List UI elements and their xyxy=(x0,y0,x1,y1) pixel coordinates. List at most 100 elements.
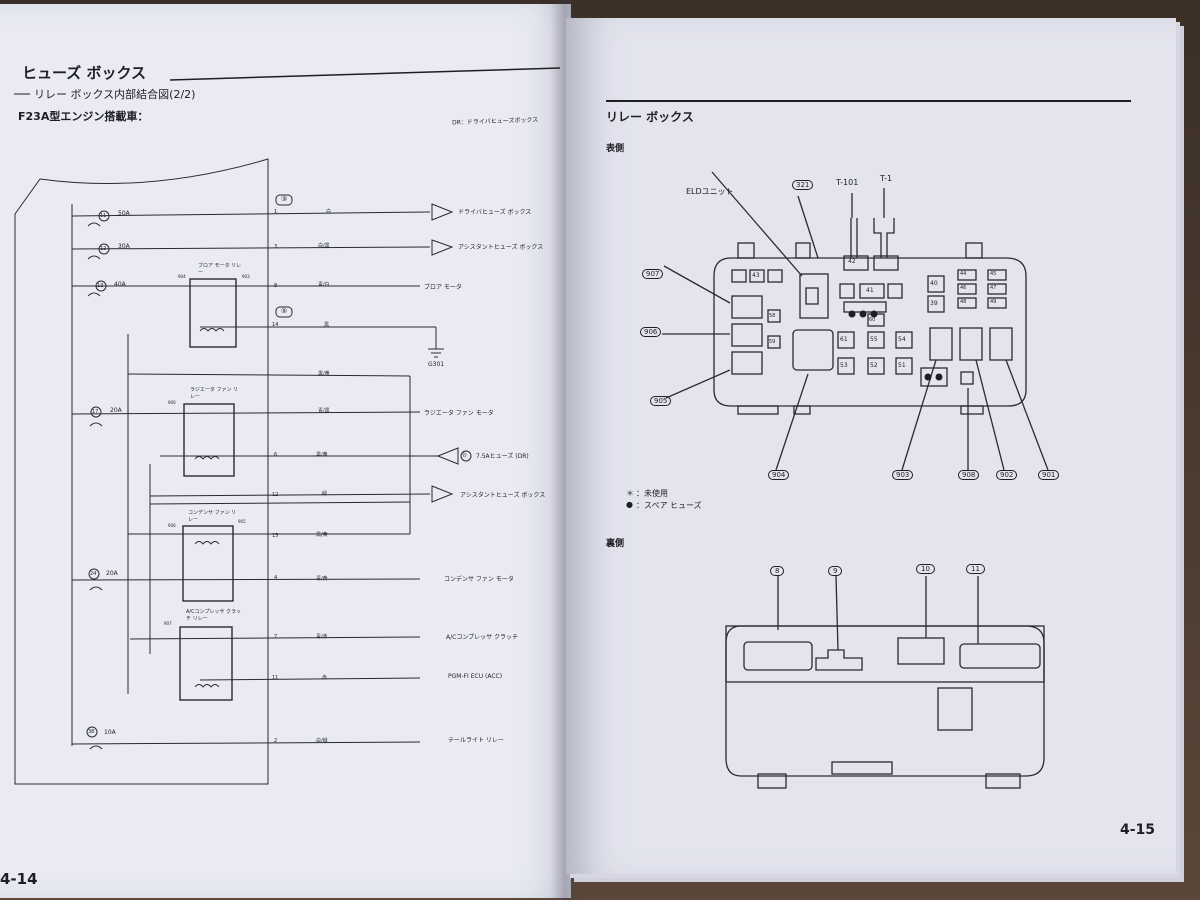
fuse-13-no: 13 xyxy=(97,283,104,289)
callout-902: 902 xyxy=(996,470,1018,480)
fuse-17-no: 17 xyxy=(92,409,99,415)
relay-condenser-pin-b: 905 xyxy=(238,519,246,524)
relay-blower: ブロア モータ リレー xyxy=(198,263,242,276)
wire-1: 白 xyxy=(326,209,332,215)
pin-2: 2 xyxy=(274,738,278,744)
relay-box-back-diagram xyxy=(725,575,1045,789)
relay-box-front-diagram xyxy=(662,171,1049,471)
callout-908: 908 xyxy=(958,470,980,480)
fuse-52: 52 xyxy=(870,362,878,369)
engine-note: F23A型エンジン搭載車： xyxy=(18,110,149,123)
pin-8: 8 xyxy=(274,283,278,289)
dest-driver-fusebox: ドライバヒューズ ボックス xyxy=(458,209,532,216)
legend-unused-symbol: ＊ xyxy=(626,489,634,498)
pin-4: 4 xyxy=(274,575,278,581)
fuse-11-amp: 50A xyxy=(118,210,130,217)
right-page-number: 4-15 xyxy=(1120,822,1156,838)
callout-t101: T-101 xyxy=(836,178,859,187)
fuse-45: 45 xyxy=(990,271,997,277)
fuse-12-amp: 30A xyxy=(118,243,130,250)
title-rule xyxy=(606,100,1131,102)
section-underline xyxy=(14,67,561,95)
subtitle: リレー ボックス内部結合図(2/2) xyxy=(34,88,196,101)
callout-907: 907 xyxy=(642,269,664,279)
callout-904: 904 xyxy=(768,470,790,480)
relay-radiator-pin-a: 906 xyxy=(168,400,176,405)
right-page: リレー ボックス 表側 xyxy=(566,18,1176,874)
fuse-43: 43 xyxy=(752,272,760,279)
section-title: ヒューズ ボックス xyxy=(22,64,147,82)
fuse-60: 60 xyxy=(869,317,876,323)
callout-903: 903 xyxy=(892,470,914,480)
wire-3: 白/黒 xyxy=(318,243,330,249)
fuse-55: 55 xyxy=(870,336,878,343)
pin-7: 7 xyxy=(274,634,278,640)
left-page: ヒューズ ボックス リレー ボックス内部結合図(2/2) F23A型エンジン搭載… xyxy=(0,4,571,898)
front-label: 表側 xyxy=(606,144,625,154)
wire-12: 緑 xyxy=(322,491,328,497)
fuse-44: 44 xyxy=(960,271,967,277)
legend-unused-text: ：未使用 xyxy=(636,489,668,498)
fuse-38-no: 38 xyxy=(88,729,95,735)
pin-12: 12 xyxy=(272,492,279,498)
callout-901: 901 xyxy=(1038,470,1060,480)
fuse-53: 53 xyxy=(840,362,848,369)
relay-condenser: コンデンサ ファン リレー xyxy=(188,510,237,523)
back-callout-11: 11 xyxy=(966,564,985,574)
fuse-41: 41 xyxy=(866,287,874,294)
callout-906: 906 xyxy=(640,327,662,337)
wire-radiator: 青/黒 xyxy=(318,408,330,414)
fuse-48: 48 xyxy=(960,299,967,305)
dest-taillight-relay: テールライト リレー xyxy=(448,737,504,744)
dest-7-5a-fuse: 7.5Aヒューズ (DR) xyxy=(476,453,529,460)
relay-ac: A/Cコンプレッサ クラッチ リレー xyxy=(186,609,242,622)
fuse-13-amp: 40A xyxy=(114,281,126,288)
fuse-47: 47 xyxy=(990,285,997,291)
fuse-38-amp: 10A xyxy=(104,729,116,736)
wire-14: 黒 xyxy=(324,322,330,328)
dest-ground: G301 xyxy=(428,361,445,368)
fuse-39: 39 xyxy=(930,300,938,307)
back-callout-10: 10 xyxy=(916,564,935,574)
fuse-54: 54 xyxy=(898,336,906,343)
connector-3: ③ xyxy=(281,195,288,203)
relay-ac-pin-a: 907 xyxy=(164,621,172,626)
wire-7: 青/赤 xyxy=(316,634,328,640)
pin-3: 3 xyxy=(274,244,278,250)
fuse-12-no: 12 xyxy=(100,246,107,252)
dest-ac-clutch: A/Cコンプレッサ クラッチ xyxy=(446,634,519,641)
fuse-40: 40 xyxy=(930,280,938,287)
back-callout-9: 9 xyxy=(828,566,843,576)
legend-spare-symbol: ● xyxy=(626,500,633,509)
dest-pgm-fi-ecu: PGM-FI ECU (ACC) xyxy=(448,673,503,680)
fuse-49: 49 xyxy=(990,299,997,305)
left-page-number: 4-14 xyxy=(0,870,38,888)
dest-assistant-fusebox-2: アシスタントヒューズ ボックス xyxy=(460,492,546,499)
relay-condenser-pin-a: 906 xyxy=(168,523,176,528)
wire-8: 青/白 xyxy=(318,282,330,288)
wire-2: 白/緑 xyxy=(316,738,328,744)
dest-blower-motor: ブロア モータ xyxy=(424,284,462,291)
relay-radiator: ラジエータ ファン リレー xyxy=(190,387,239,400)
back-callout-8: 8 xyxy=(770,566,785,576)
pin-6: 6 xyxy=(274,452,278,458)
legend-spare-text: ：スペア ヒューズ xyxy=(636,501,702,510)
fuse-61: 61 xyxy=(840,336,848,343)
wire-radiator-feed: 黒/黄 xyxy=(318,371,330,377)
wire-11: 赤 xyxy=(322,675,328,681)
pin-11: 11 xyxy=(272,675,279,681)
relay-blower-pin-b: 903 xyxy=(242,274,250,279)
fuse-17-amp: 20A xyxy=(110,407,122,414)
relay-blower-pin-a: 904 xyxy=(178,274,186,279)
dest-assistant-fusebox: アシスタントヒューズ ボックス xyxy=(458,244,544,251)
wire-4: 青/黄 xyxy=(316,576,328,582)
wire-15: 黒/黄 xyxy=(316,532,328,538)
callout-eld: ELDユニット xyxy=(686,187,734,196)
fuse-58: 58 xyxy=(769,313,776,319)
fuse-24-amp: 20A xyxy=(106,570,118,577)
fuse-46: 46 xyxy=(960,285,967,291)
fuse-59: 59 xyxy=(769,339,776,345)
fuse-51: 51 xyxy=(898,362,906,369)
callout-905: 905 xyxy=(650,396,672,406)
